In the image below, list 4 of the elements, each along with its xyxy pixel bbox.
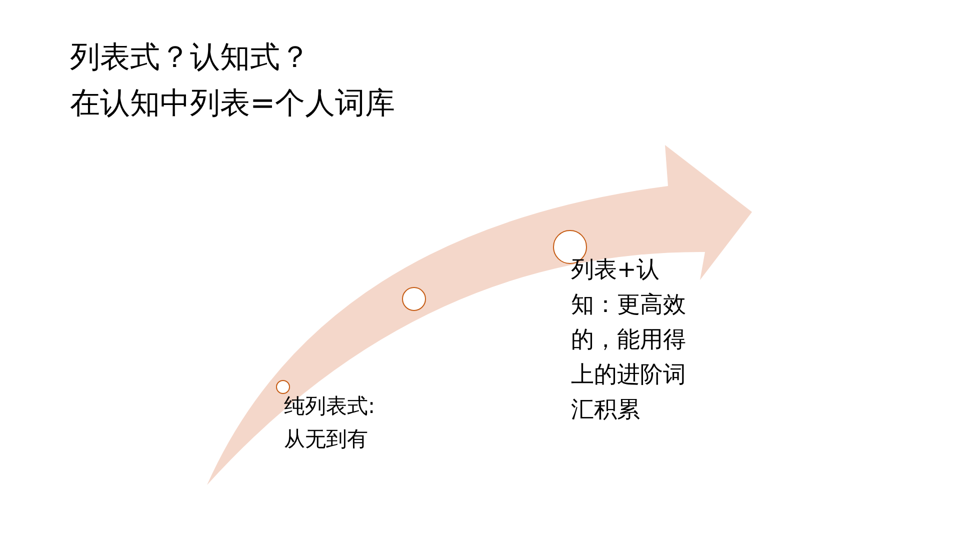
step-caption: 纯列表式:从无到有 (284, 393, 376, 453)
subtitle: 在认知中列表=个人词库 (70, 85, 396, 123)
title: 列表式？认知式？ (70, 39, 310, 77)
step-caption: 列表+认知：更高效的，能用得上的进阶词汇积累 (571, 256, 687, 425)
